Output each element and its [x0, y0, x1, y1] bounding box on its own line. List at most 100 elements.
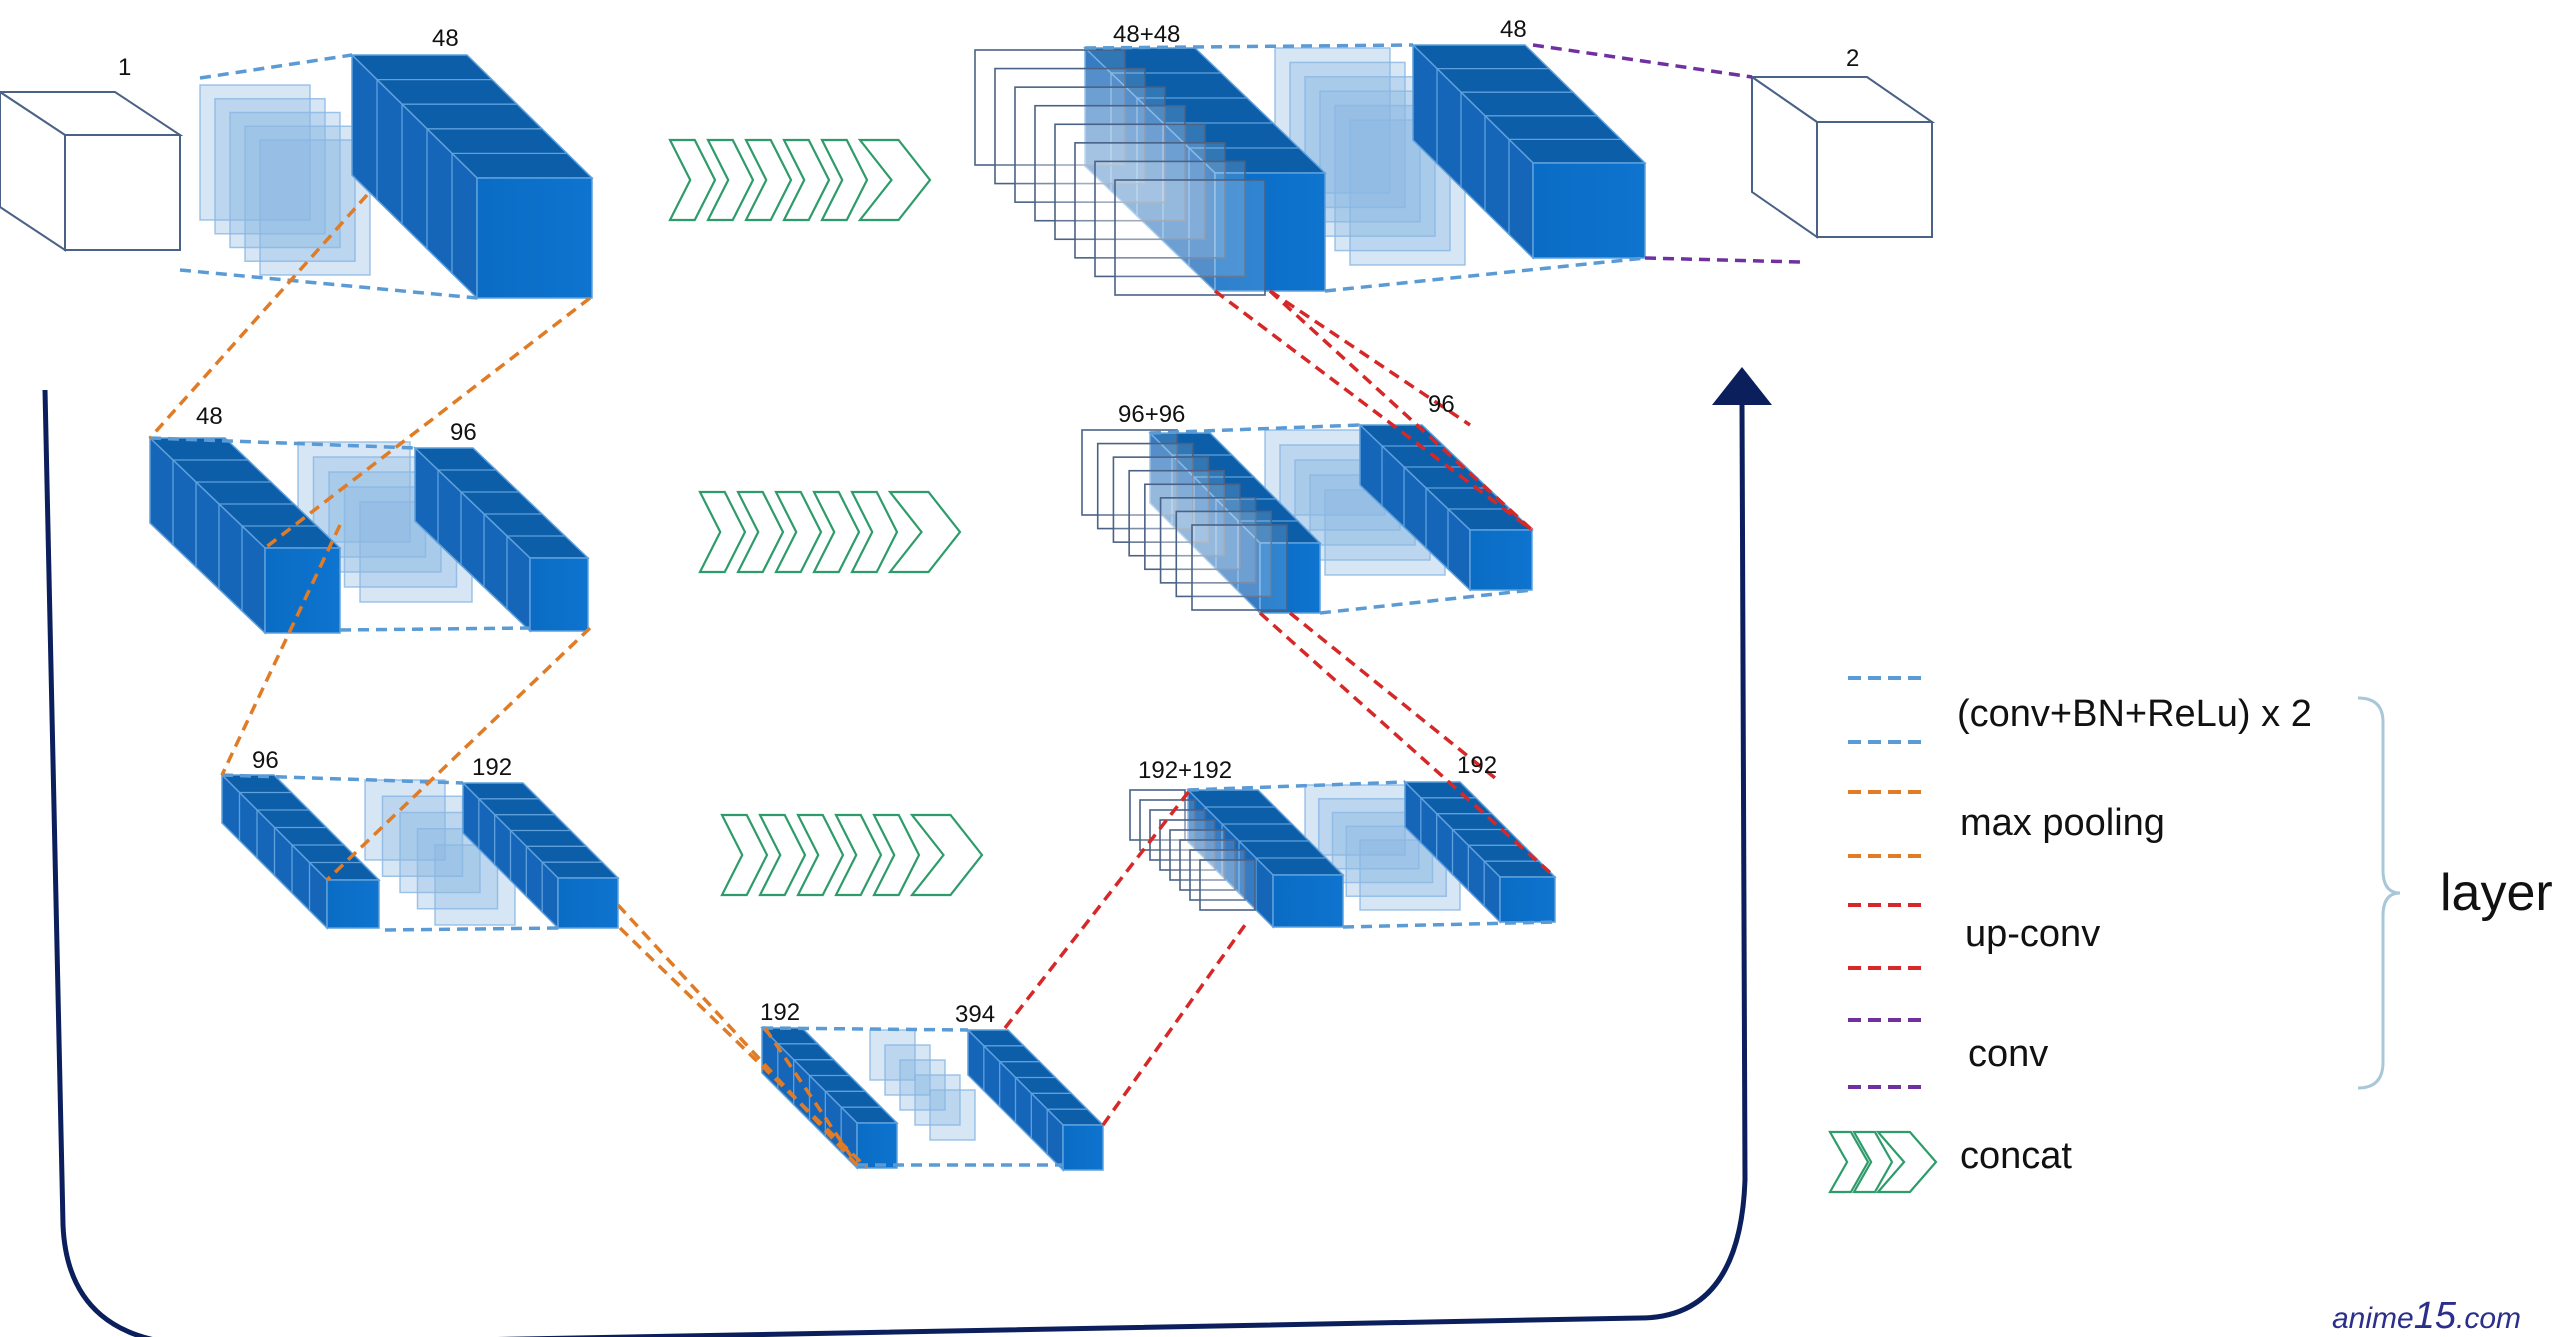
- label-enc3-out: 192: [472, 754, 512, 781]
- conv-link: [199, 53, 353, 80]
- legend-conv-label: conv: [1968, 1033, 2048, 1075]
- concat-2-chevron-icon: [812, 490, 861, 574]
- concat-2: [698, 490, 962, 574]
- enc1-ghost-layer: [229, 111, 341, 249]
- concat-3: [720, 813, 984, 897]
- concat-3-chevron-icon: [872, 813, 921, 897]
- dec3-grid-frame: [1149, 809, 1206, 861]
- arrow-head-icon: [1712, 367, 1772, 405]
- enc1-block: [350, 53, 594, 300]
- enc1-ghost: [199, 84, 371, 276]
- bottleneck-ghost: [869, 1029, 976, 1141]
- concat-3-chevron-icon: [909, 813, 984, 897]
- concat-2-chevron-icon: [774, 490, 823, 574]
- dec3-grid-frame: [1159, 819, 1216, 871]
- concat-1-chevron-icon: [668, 138, 717, 222]
- bottleneck-ghost-layer: [869, 1029, 916, 1081]
- enc3-block-b-front: [557, 877, 619, 929]
- concat-3-chevron-icon: [796, 813, 845, 897]
- legend-concat-chevron-icon: [1828, 1130, 1870, 1194]
- input-cube-front: [64, 134, 181, 251]
- legend-brace: [2357, 696, 2401, 1090]
- dec1-grid: [974, 49, 1266, 296]
- label-enc1-out: 48: [432, 25, 459, 52]
- return-arrow: [42, 389, 1748, 1337]
- max-pooling-link: [618, 926, 869, 1170]
- enc1-ghost-layer: [214, 98, 326, 235]
- concat-1-chevron-icon: [782, 138, 831, 222]
- conv-link: [1342, 920, 1556, 929]
- dec3-grid-frame: [1179, 839, 1236, 891]
- bottleneck-ghost-layer: [884, 1044, 931, 1096]
- conv-link: [149, 436, 416, 450]
- dec3-grid-frame: [1169, 829, 1226, 881]
- up-conv-link: [1288, 611, 1502, 784]
- concat-1-chevron-icon: [857, 138, 932, 222]
- concat-3-chevron-icon: [758, 813, 807, 897]
- bottleneck-ghost-layer: [899, 1059, 946, 1111]
- legend-concat: [1828, 1130, 1938, 1194]
- legend-conv-bn-relu-label: (conv+BN+ReLu) x 2: [1957, 693, 2312, 735]
- max-pooling-link: [148, 193, 369, 440]
- enc2-block-a-front: [264, 547, 341, 634]
- legend-concat-chevron-icon: [1852, 1130, 1894, 1194]
- label-dec1-concat: 48+48: [1113, 21, 1180, 48]
- dec3-grid-frame: [1129, 789, 1186, 841]
- conv-link: [1319, 588, 1533, 615]
- conv-link: [761, 1026, 969, 1032]
- enc3-ghost-layer: [364, 779, 446, 861]
- bottleneck-block-b: [966, 1028, 1105, 1172]
- dec3-ghost-layer: [1304, 784, 1406, 856]
- conv-link: [1084, 43, 1414, 50]
- up-conv-link: [1101, 923, 1247, 1127]
- label-bottleneck-out: 394: [955, 1001, 995, 1028]
- dec3-block-b: [1403, 780, 1557, 924]
- final-conv-link: [1532, 43, 1753, 79]
- label-dec2-concat: 96+96: [1118, 401, 1185, 428]
- legend-max-pooling-label: max pooling: [1960, 802, 2165, 844]
- dec3-grid-frame: [1199, 859, 1256, 911]
- watermark: anime15.com: [2332, 1295, 2521, 1337]
- dec2-grid-frame: [1191, 524, 1288, 611]
- concat-1-chevron-icon: [820, 138, 869, 222]
- label-output-channels: 2: [1846, 45, 1859, 72]
- legend-concat-chevron-icon: [1875, 1130, 1938, 1194]
- enc1-ghost-layer: [199, 84, 311, 221]
- max-pooling-link: [220, 524, 342, 776]
- dec2-block-b: [1358, 423, 1534, 592]
- dec3-block-b-front: [1499, 876, 1556, 923]
- conv-link: [221, 773, 464, 785]
- enc2-block-b-front: [529, 557, 589, 632]
- legend-concat-icon: [1828, 1130, 1938, 1194]
- dec1-block-b: [1411, 43, 1647, 260]
- dec2-block-a-front: [1259, 542, 1321, 614]
- max-pooling-link: [763, 1027, 859, 1166]
- label-dec2-out: 96: [1428, 391, 1455, 418]
- label-enc2-out: 96: [450, 419, 477, 446]
- label-input-channels: 1: [118, 54, 131, 81]
- dec1-ghost: [1274, 47, 1466, 266]
- concat-2-chevron-icon: [698, 490, 747, 574]
- watermark-prefix: anime: [2332, 1302, 2414, 1335]
- legend-up-conv-label: up-conv: [1965, 913, 2100, 955]
- label-dec3-concat: 192+192: [1138, 757, 1232, 784]
- up-conv-link: [1213, 289, 1534, 532]
- output-cube-front: [1816, 121, 1933, 238]
- legend: (conv+BN+ReLu) x 2 max pooling up-conv c…: [1828, 676, 2553, 1194]
- dec3-grid: [1129, 789, 1256, 911]
- label-dec3-out: 192: [1457, 752, 1497, 779]
- bottleneck-block-a-front: [856, 1122, 898, 1169]
- concat-3-chevron-icon: [720, 813, 769, 897]
- concat-3-chevron-icon: [834, 813, 883, 897]
- dec2-grid: [1081, 429, 1288, 611]
- up-conv-link: [1003, 788, 1192, 1030]
- concat-2-chevron-icon: [850, 490, 899, 574]
- up-conv-link: [1268, 289, 1534, 532]
- bottleneck-ghost-layer: [914, 1074, 961, 1126]
- enc3-block-a: [220, 773, 381, 930]
- concat-1-chevron-icon: [706, 138, 755, 222]
- concat-2-chevron-icon: [887, 490, 962, 574]
- label-bottleneck-in: 192: [760, 999, 800, 1026]
- label-enc3-in: 96: [252, 747, 279, 774]
- conv-link: [179, 268, 478, 300]
